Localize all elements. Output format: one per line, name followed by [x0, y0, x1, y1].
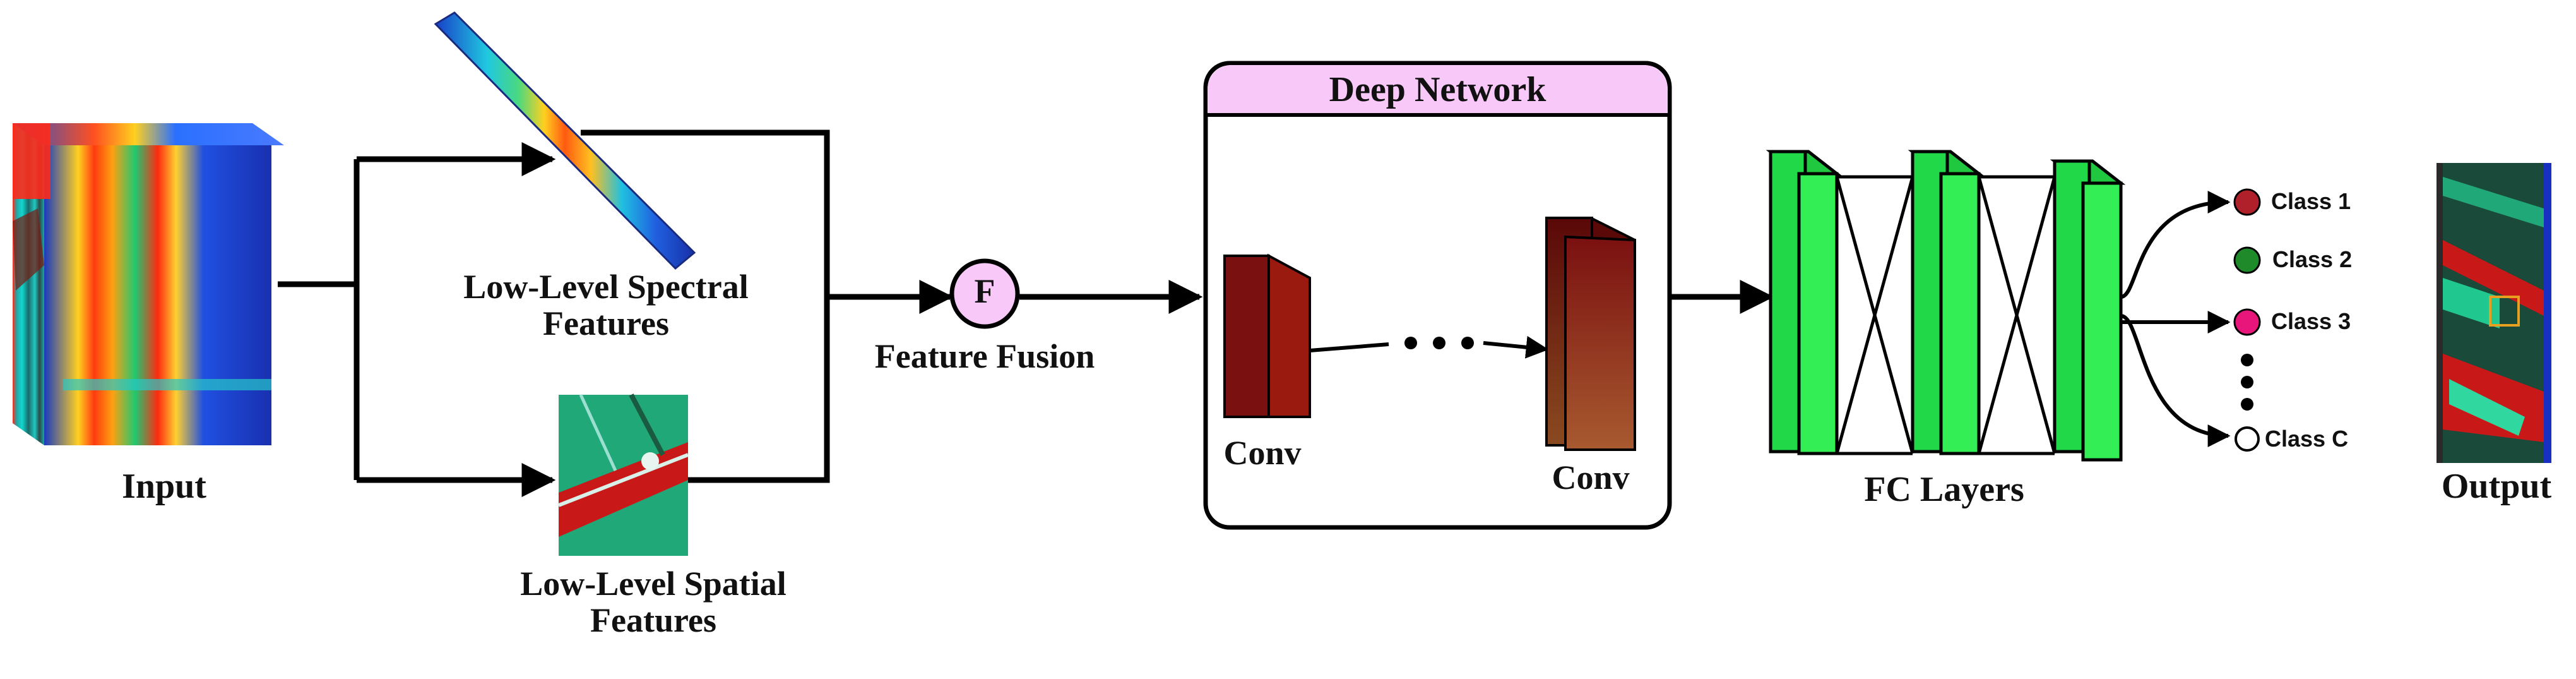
ellipsis-dot: [2241, 354, 2253, 366]
spectral-signature-image: [434, 11, 696, 270]
output-label: Output: [2441, 467, 2552, 506]
conv-last-label: Conv: [1552, 459, 1630, 496]
class-3-label: Class 3: [2271, 308, 2351, 334]
class-c-label: Class C: [2265, 426, 2349, 452]
spatial-label-line-1: Low-Level Spatial: [520, 565, 786, 603]
conv-first-block: [1223, 253, 1311, 418]
output-map-image: [2437, 163, 2551, 463]
fc-layers-label: FC Layers: [1864, 470, 2024, 509]
conv-sequence-arrow: [1309, 335, 1549, 359]
fc-layers-block: [1766, 150, 2126, 462]
conv-last-block: [1545, 217, 1636, 451]
fusion-connectors: [581, 129, 1203, 483]
class-connectors: [2120, 191, 2231, 447]
fusion-node: [949, 258, 1020, 329]
class-dots: [2233, 188, 2261, 452]
input-branch-connectors: [278, 142, 556, 497]
class-1-dot: [2233, 188, 2261, 216]
spatial-label-line-2: Features: [590, 601, 716, 640]
input-cube-image: [13, 123, 284, 445]
class-3-dot: [2233, 308, 2261, 336]
ellipsis-dot: [2241, 376, 2253, 388]
spectral-label-line-2: Features: [543, 304, 669, 343]
fusion-symbol: F: [974, 272, 995, 310]
spatial-patch-image: [557, 394, 689, 556]
ellipsis-dot: [2241, 398, 2253, 411]
spectral-label-line-1: Low-Level Spectral: [463, 268, 749, 306]
feature-fusion-label: Feature Fusion: [874, 337, 1095, 375]
spectral-features-label: Low-Level Spectral Features: [429, 268, 783, 342]
deep-network-title: Deep Network: [1329, 70, 1546, 109]
class-1-label: Class 1: [2271, 188, 2351, 214]
class-2-label: Class 2: [2272, 246, 2353, 272]
class-c-dot: [2235, 426, 2260, 452]
class-2-dot: [2233, 246, 2261, 274]
spatial-features-label: Low-Level Spatial Features: [477, 565, 830, 639]
input-label: Input: [122, 467, 206, 506]
conv-first-label: Conv: [1223, 434, 1302, 472]
